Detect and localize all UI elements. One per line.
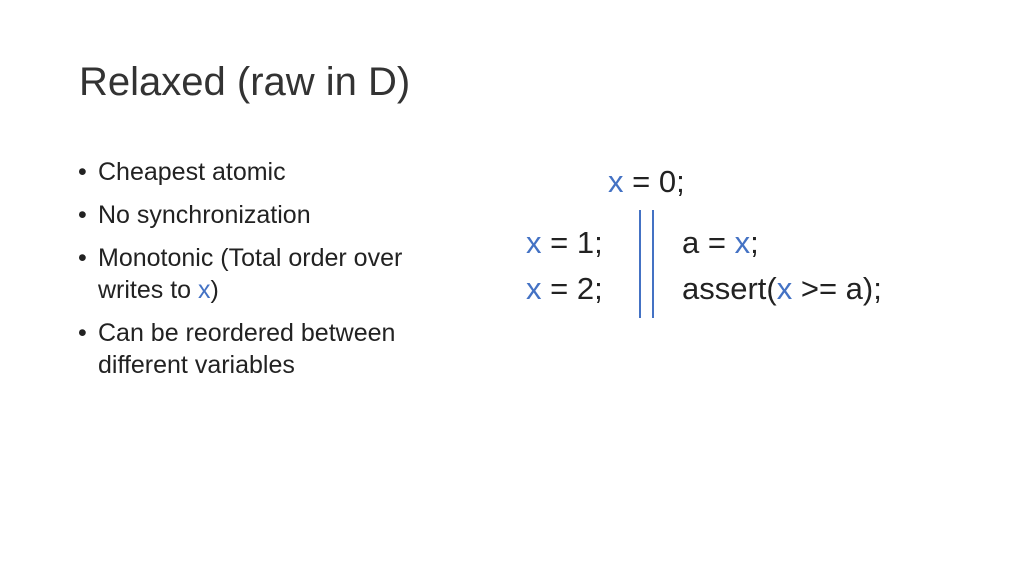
code-variable: x (776, 271, 793, 306)
bullet-text: Monotonic (Total order over writes to (98, 244, 403, 304)
code-init-line: x = 0; (608, 159, 685, 205)
bullet-item: • No synchronization (78, 199, 458, 231)
code-variable: x (734, 225, 751, 260)
code-line: assert(x >= a); (682, 266, 882, 312)
code-variable: x (526, 271, 542, 306)
bullet-marker: • (78, 201, 87, 229)
bullet-marker: • (78, 158, 87, 186)
bullet-item: • Can be reordered between different var… (78, 317, 458, 381)
bullet-marker: • (78, 244, 87, 272)
parallel-bar-left (639, 210, 641, 318)
parallel-bar-right (652, 210, 654, 318)
code-variable: x (526, 225, 542, 260)
code-text: assert( (682, 271, 777, 306)
bullet-text: Cheapest atomic (98, 158, 286, 186)
bullet-text: Can be reordered between different varia… (98, 319, 396, 379)
thread-one-code: x = 1; x = 2; (526, 220, 603, 312)
code-line: x = 1; (526, 220, 603, 266)
bullet-marker: • (78, 319, 87, 347)
bullet-item: • Monotonic (Total order over writes to … (78, 242, 458, 306)
bullet-variable: x (198, 276, 211, 304)
code-line: a = x; (682, 220, 882, 266)
slide-title: Relaxed (raw in D) (79, 60, 411, 104)
bullet-text: No synchronization (98, 201, 311, 229)
code-variable: x (608, 164, 624, 199)
code-text: >= a); (792, 271, 882, 306)
code-text: = 2; (541, 271, 603, 306)
thread-two-code: a = x; assert(x >= a); (682, 220, 882, 312)
code-text: = 1; (541, 225, 603, 260)
code-text: = 0; (623, 164, 685, 199)
bullet-item: • Cheapest atomic (78, 156, 458, 188)
code-text: a = (682, 225, 735, 260)
code-line: x = 2; (526, 266, 603, 312)
bullet-text-end: ) (210, 276, 219, 304)
code-text: ; (750, 225, 759, 260)
bullet-list: • Cheapest atomic • No synchronization •… (78, 156, 458, 392)
